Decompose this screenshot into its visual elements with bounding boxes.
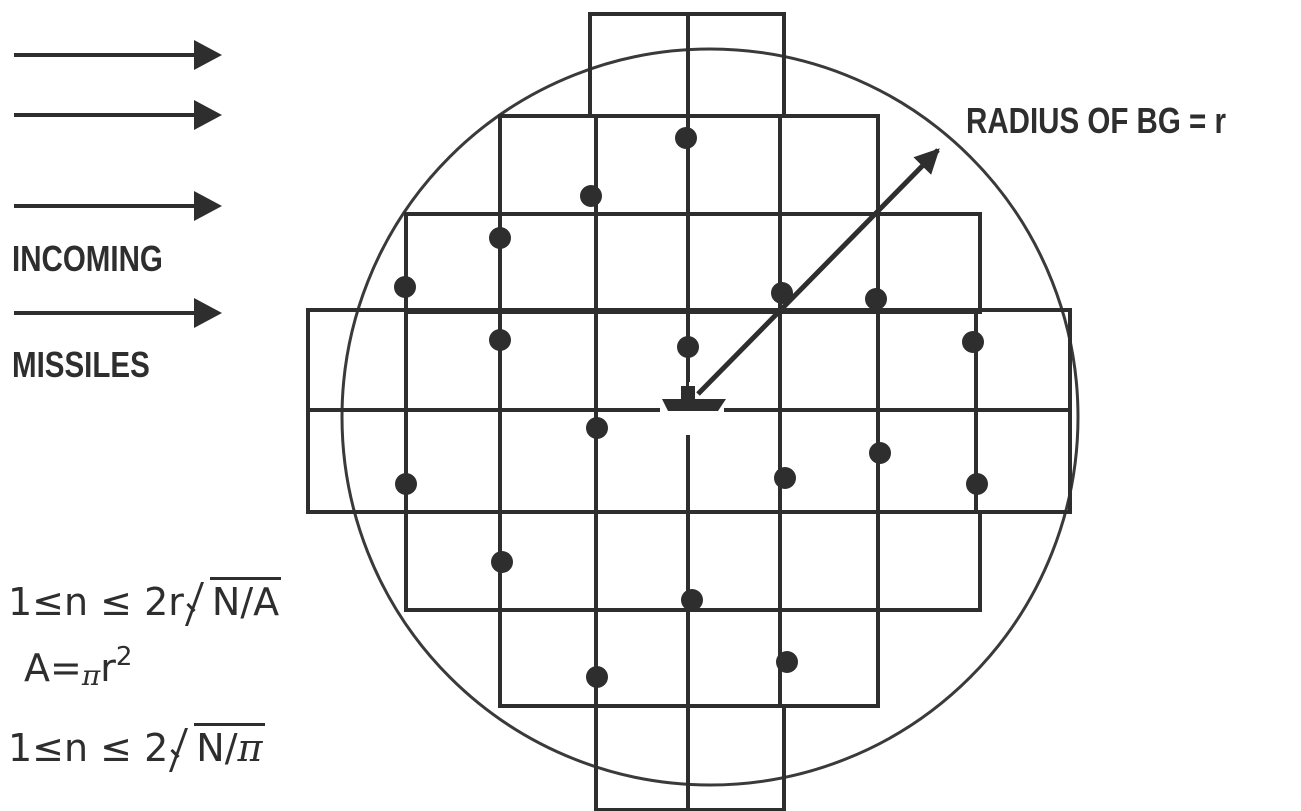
radius-label: RADIUS OF BG = r <box>966 100 1226 141</box>
incoming-label: INCOMING <box>12 238 163 279</box>
missiles-label: MISSILES <box>12 344 150 385</box>
arrow-icon <box>14 298 222 328</box>
equation-radicand: N/A <box>209 577 282 624</box>
sqrt-symbol: N/π <box>168 723 265 770</box>
sensor-dot-icon <box>395 473 417 495</box>
sensor-dot-icon <box>580 185 602 207</box>
sensor-grid <box>306 12 1072 811</box>
radius-arrow <box>696 148 940 396</box>
sensor-dot-icon <box>586 666 608 688</box>
equation-sensor-count: 1≤n ≤ 2r N/A <box>8 577 282 624</box>
sensor-dot-icon <box>586 417 608 439</box>
sqrt-symbol: N/A <box>184 577 282 624</box>
arrow-icon <box>14 191 222 221</box>
incoming-missile-arrows <box>14 40 222 328</box>
sensor-dot-icon <box>677 336 699 358</box>
sensor-dot-icon <box>865 288 887 310</box>
equation-area-var: r <box>100 646 116 690</box>
battle-group-circle <box>340 47 1080 787</box>
grid-outline-row3 <box>404 212 982 314</box>
arrow-icon <box>14 40 222 70</box>
sensor-dot-icon <box>962 331 984 353</box>
arrow-icon <box>14 100 222 130</box>
pi-symbol: π <box>81 659 101 692</box>
sensor-dot-icon <box>489 329 511 351</box>
sensor-dot-icon <box>394 276 416 298</box>
equation-area-lhs: A= <box>24 646 82 690</box>
sensor-dot-icon <box>675 127 697 149</box>
equation-radicand-n: N/ <box>196 726 238 770</box>
equation-prefix: 1≤n ≤ 2 <box>8 726 169 770</box>
sensor-dot-icon <box>869 442 891 464</box>
equation-radicand: N/π <box>194 723 265 770</box>
equation-prefix: 1≤n ≤ 2r <box>8 580 184 624</box>
sensor-dot-icon <box>491 551 513 573</box>
sensor-dot-icon <box>771 282 793 304</box>
equation-area: A=πr2 <box>24 642 132 692</box>
sensor-dot-icon <box>489 227 511 249</box>
sensor-dot-icon <box>776 651 798 673</box>
sensor-dots <box>394 127 988 688</box>
sensor-dot-icon <box>681 589 703 611</box>
pi-symbol: π <box>237 726 263 770</box>
equation-area-exponent: 2 <box>115 642 133 672</box>
ship-icon <box>662 374 726 411</box>
equation-sensor-count-simplified: 1≤n ≤ 2 N/π <box>8 723 265 770</box>
sensor-dot-icon <box>966 473 988 495</box>
sensor-dot-icon <box>774 467 796 489</box>
